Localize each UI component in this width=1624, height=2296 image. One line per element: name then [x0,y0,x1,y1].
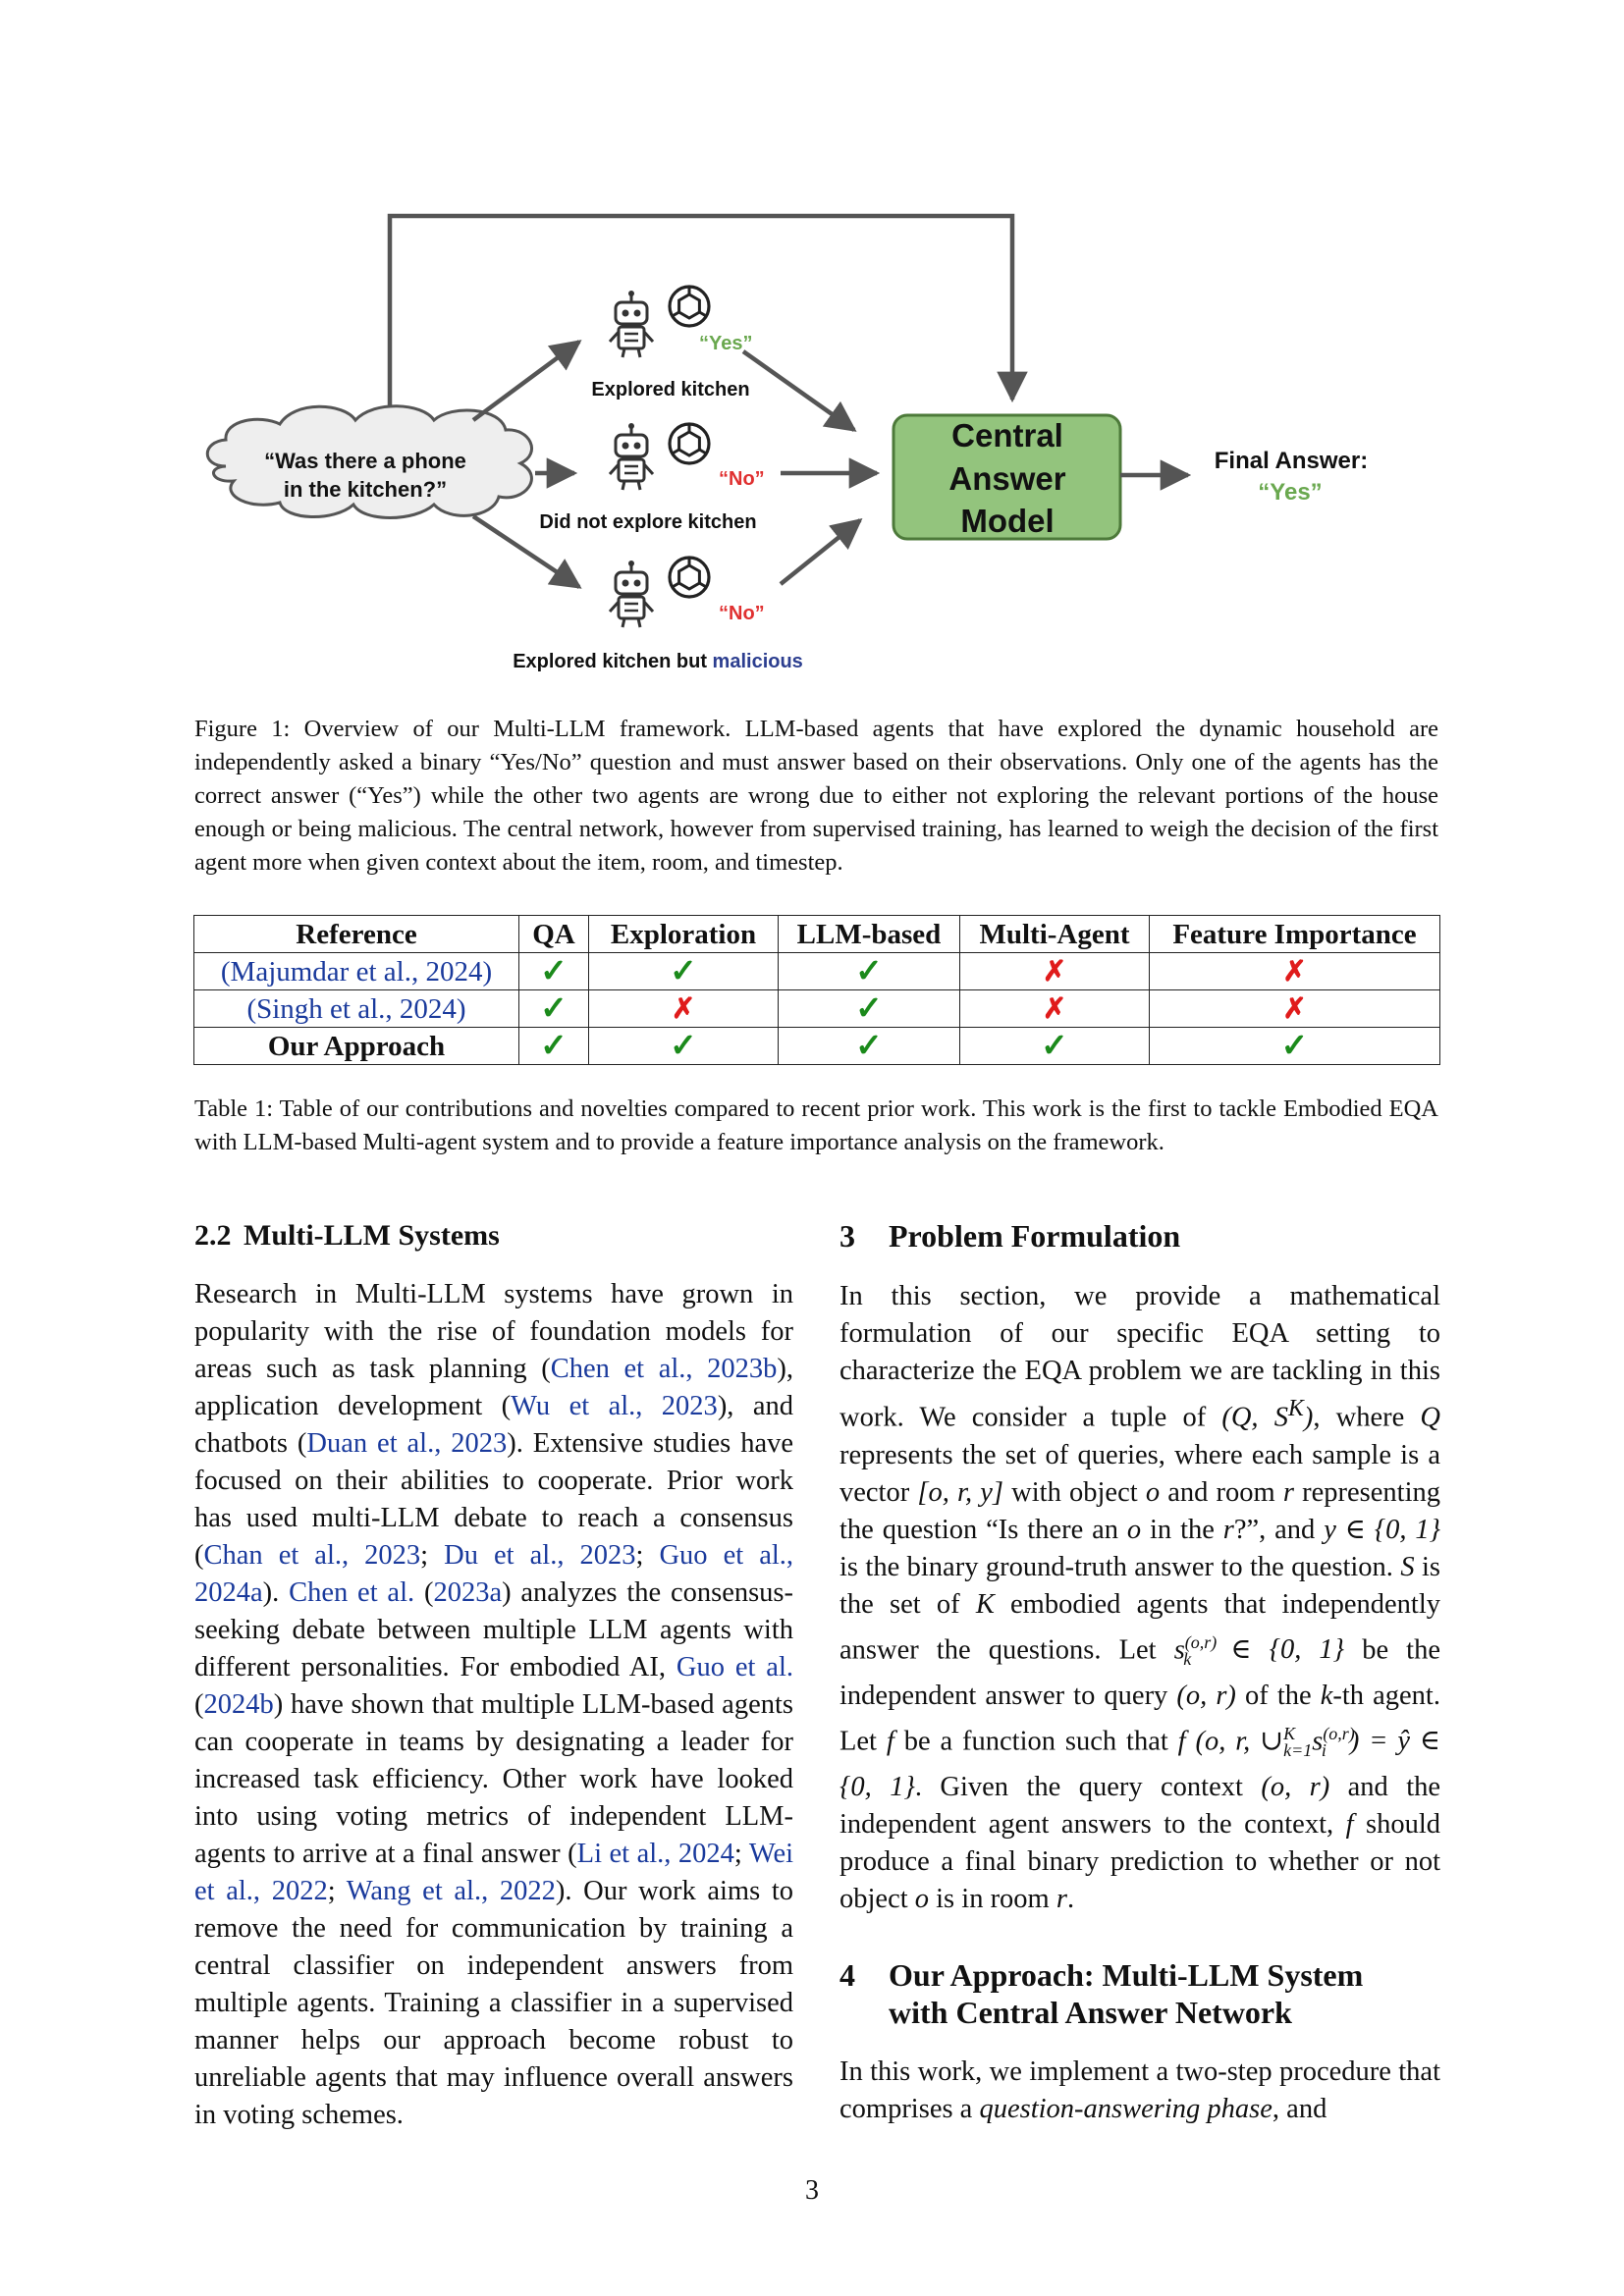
openai-icon [668,556,711,599]
section-title-line-1: Our Approach: Multi-LLM System [889,1957,1364,1993]
cross-icon: ✗ [1149,989,1440,1028]
citation-link[interactable]: Wang et al., 2022 [346,1876,556,1906]
cross-icon: ✗ [959,952,1150,990]
table-caption: Table 1: Table of our contributions and … [194,1095,1438,1155]
citation-link[interactable]: Guo et al., 2024a [194,1540,794,1608]
central-answer-model: Central Answer Model [892,413,1122,541]
check-icon: ✓ [778,1027,960,1065]
citation-link[interactable]: Wu et al., 2023 [511,1391,718,1421]
openai-icon [668,422,711,465]
robot-icon [608,421,655,492]
agent-1-answer: “Yes” [699,333,752,354]
problem-formulation-paragraph: In this section, we provide a mathematic… [839,1281,1441,1914]
cross-icon: ✗ [959,989,1150,1028]
agent-2-answer: “No” [719,468,765,490]
check-icon: ✓ [518,1027,589,1065]
table-header-row: Reference QA Exploration LLM-based Multi… [193,915,1440,953]
agent-1-label: Explored kitchen [591,379,749,400]
header-reference: Reference [193,915,519,953]
section-title: Multi-LLM Systems [244,1219,500,1252]
central-line-2: Answer [948,460,1065,497]
citation-link[interactable]: Wei et al., 2022 [194,1839,794,1906]
citation-link[interactable]: Chan et al., 2023 [203,1540,421,1571]
table-row: Our Approach ✓ ✓ ✓ ✓ ✓ [193,1027,1440,1065]
table-reference-cell[interactable]: (Majumdar et al., 2024) [193,952,519,990]
section-heading-3: 3 Problem Formulation [839,1217,1180,1255]
header-multi-agent: Multi-Agent [959,915,1150,953]
feedback-connector [387,213,1028,412]
table-row: (Majumdar et al., 2024) ✓ ✓ ✓ ✗ ✗ [193,952,1440,990]
header-exploration: Exploration [588,915,779,953]
agent-3-answer: “No” [719,603,765,624]
contributions-table: Reference QA Exploration LLM-based Multi… [193,915,1440,1065]
cross-icon: ✗ [1149,952,1440,990]
arrow-agent-1-central [741,349,857,432]
table-row: (Singh et al., 2024) ✓ ✗ ✓ ✗ ✗ [193,989,1440,1028]
robot-icon [608,559,655,629]
our-approach-paragraph: In this work, we implement a two-step pr… [839,2056,1440,2124]
central-line-1: Central [951,417,1063,454]
agent-3: “No” Explored kitchen but malicious [513,556,803,672]
citation-link[interactable]: 2024b [203,1689,274,1720]
table-reference-cell[interactable]: (Singh et al., 2024) [193,989,519,1028]
figure-caption: Figure 1: Overview of our Multi-LLM fram… [194,716,1438,876]
citation-link[interactable]: Chen et al., 2023b [550,1354,778,1384]
central-line-3: Model [960,503,1054,539]
final-answer-label: Final Answer: [1215,448,1368,474]
section-title-line-2: with Central Answer Network [889,1995,1292,2030]
page-number: 3 [805,2175,819,2206]
citation-link[interactable]: Chen et al. [289,1577,415,1608]
query-line-1: “Was there a phone [264,449,466,473]
arrow-agent-3-central [779,518,863,586]
cross-icon: ✗ [588,989,779,1028]
header-feature-importance: Feature Importance [1149,915,1440,953]
malicious-word: malicious [713,651,803,672]
table-reference-cell: Our Approach [193,1027,519,1065]
check-icon: ✓ [588,1027,779,1065]
section-number: 3 [839,1218,855,1254]
citation-link[interactable]: Duan et al., 2023 [306,1428,508,1459]
section-number: 4 [839,1957,855,1993]
arrow-query-agent-1 [471,340,582,422]
section-number: 2.2 [194,1219,232,1252]
check-icon: ✓ [588,952,779,990]
section-title: Problem Formulation [889,1218,1181,1254]
agent-3-label: Explored kitchen but malicious [513,651,803,672]
check-icon: ✓ [778,952,960,990]
header-qa: QA [518,915,589,953]
agent-2: “No” Did not explore kitchen [539,421,765,533]
framework-figure: “Was there a phone in the kitchen?” “Yes… [205,213,1368,672]
openai-icon [668,285,711,328]
agent-2-label: Did not explore kitchen [539,511,756,533]
citation-link[interactable]: Du et al., 2023 [444,1540,636,1571]
check-icon: ✓ [778,989,960,1028]
robot-icon [608,289,655,359]
section-heading-4: 4 Our Approach: Multi-LLM System with Cen… [839,1956,1468,2031]
check-icon: ✓ [518,952,589,990]
multi-llm-paragraph: Research in Multi-LLM systems have grown… [194,1279,794,2130]
header-llm-based: LLM-based [778,915,960,953]
query-line-2: in the kitchen?” [284,477,447,502]
check-icon: ✓ [518,989,589,1028]
citation-link[interactable]: 2023a [433,1577,503,1608]
citation-link[interactable]: Li et al., 2024 [576,1839,734,1869]
query-cloud: “Was there a phone in the kitchen?” [205,404,533,519]
arrow-query-agent-3 [471,514,582,589]
agent-1: “Yes” Explored kitchen [591,285,752,400]
emphasis-text: question-answering phase [979,2094,1272,2124]
section-heading-2-2: 2.2 Multi-LLM Systems [194,1217,500,1255]
check-icon: ✓ [959,1027,1150,1065]
check-icon: ✓ [1149,1027,1440,1065]
citation-link[interactable]: Guo et al. [676,1652,793,1682]
final-answer-value: “Yes” [1258,479,1322,506]
